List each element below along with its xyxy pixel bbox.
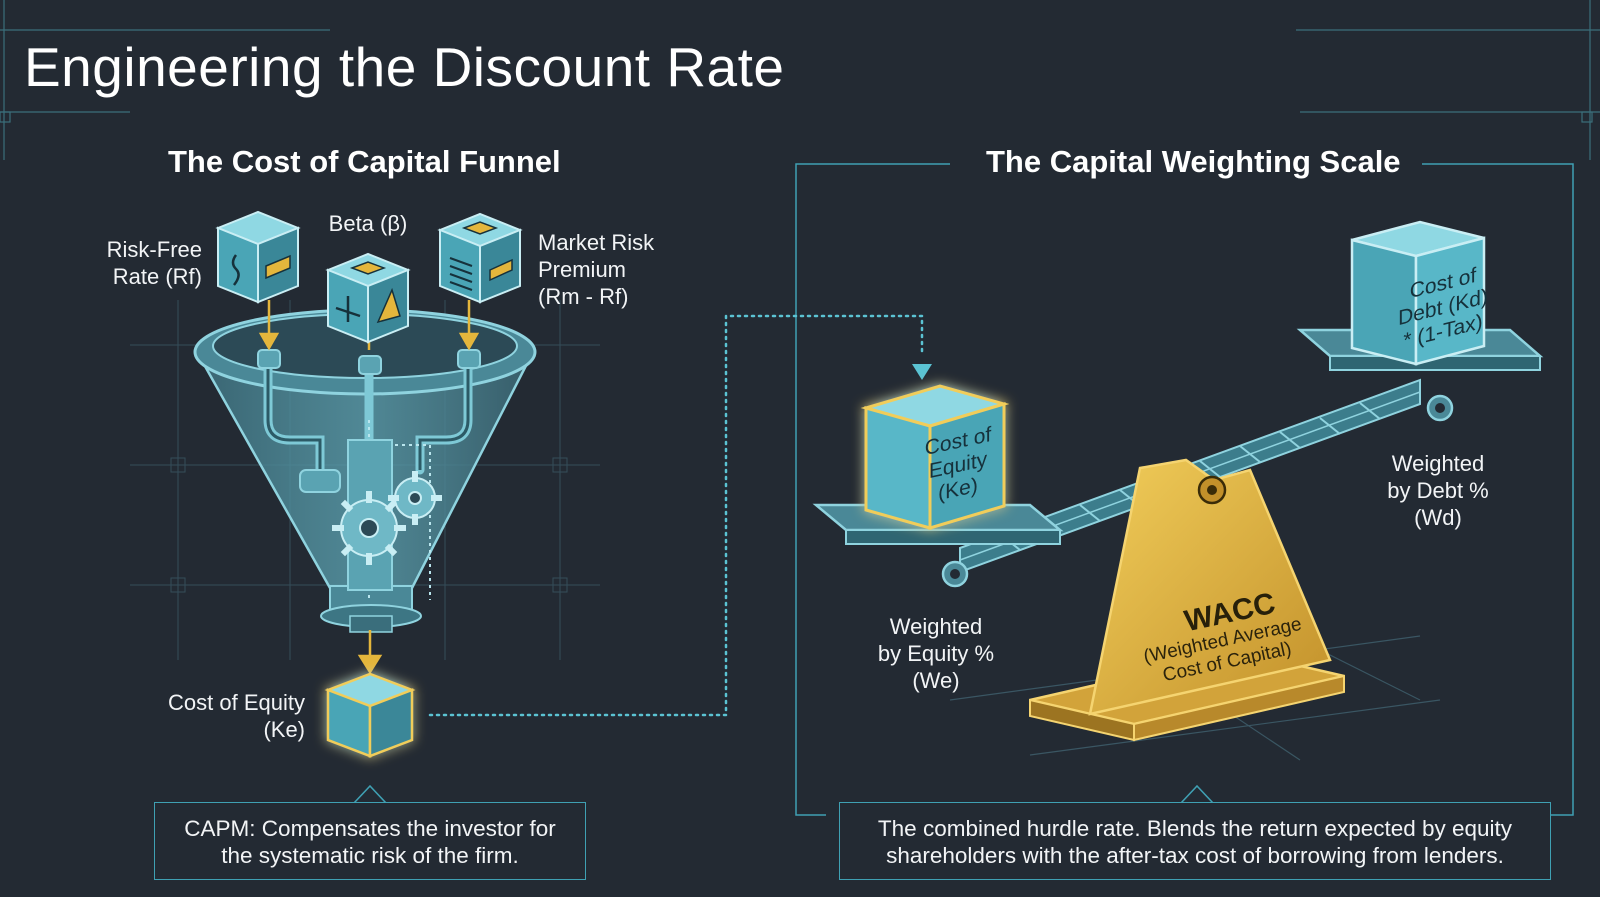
cost-of-equity-output-cube-icon <box>324 672 416 758</box>
funnel <box>193 308 537 633</box>
gear-icon <box>340 477 436 557</box>
funnel-section-title: The Cost of Capital Funnel <box>168 144 561 179</box>
beta-label: Beta (β) <box>328 211 408 236</box>
equity-weight-label: Weighted by Equity % (We) <box>877 614 995 693</box>
market-risk-premium-label: Market Risk Premium (Rm - Rf) <box>538 230 655 309</box>
capm-caption: CAPM: Compensates the investor for the s… <box>154 802 586 880</box>
wacc-fulcrum <box>1029 458 1345 742</box>
page-title: Engineering the Discount Rate <box>24 36 785 98</box>
debt-weight-label: Weighted by Debt % (Wd) <box>1387 451 1489 530</box>
risk-free-cube-icon <box>215 210 301 304</box>
flow-connector <box>428 314 924 717</box>
wacc-caption: The combined hurdle rate. Blends the ret… <box>839 802 1551 880</box>
scale-frame <box>795 163 1574 816</box>
equity-cube-icon <box>860 384 1010 531</box>
input-arrows <box>258 300 480 675</box>
scale-section-title: The Capital Weighting Scale <box>968 146 1419 177</box>
beta-cube-icon <box>325 252 411 344</box>
caption-pointers <box>353 784 1214 804</box>
connector-arrowhead <box>912 364 932 380</box>
cost-of-equity-output-label: Cost of Equity (Ke) <box>168 690 305 742</box>
debt-cube-icon <box>1350 220 1486 366</box>
corner-frame <box>0 0 1600 160</box>
market-risk-cube-icon <box>437 212 523 304</box>
risk-free-rate-label: Risk-Free Rate (Rf) <box>106 237 202 289</box>
